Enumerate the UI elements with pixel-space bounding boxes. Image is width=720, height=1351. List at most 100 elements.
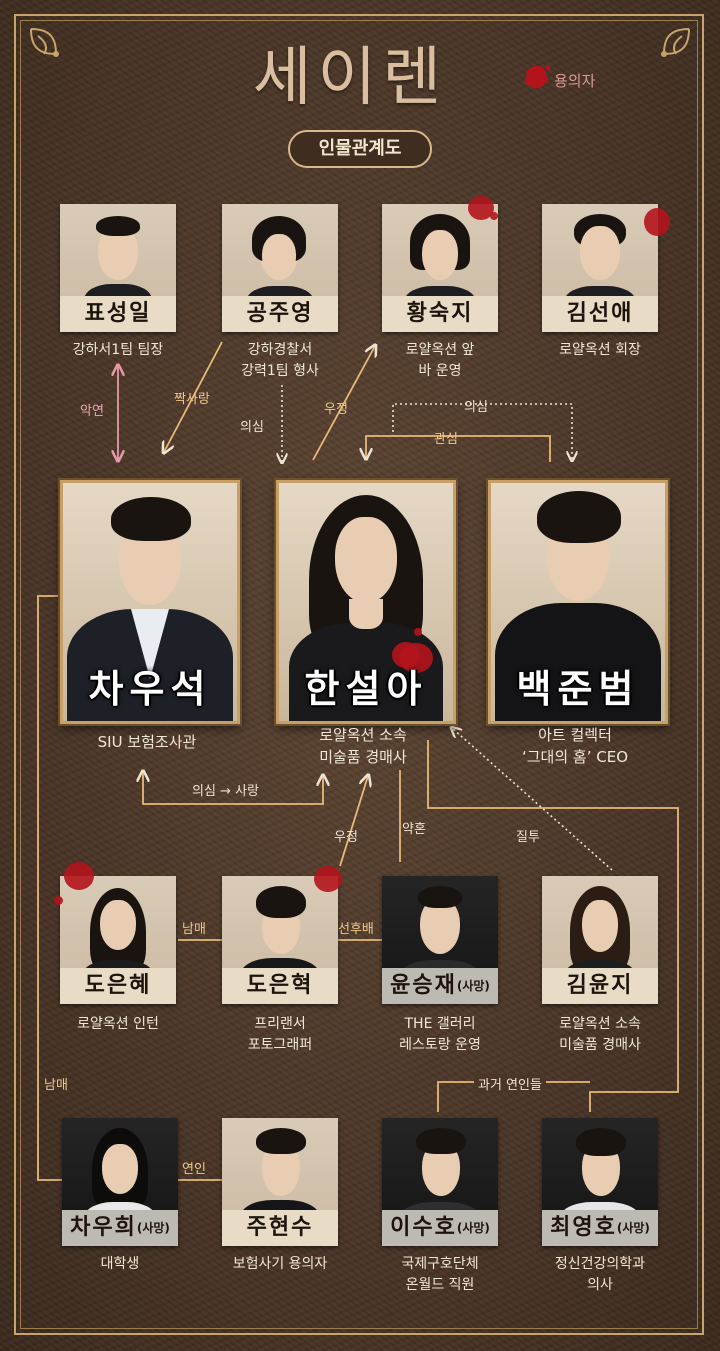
portrait-neck	[349, 599, 383, 629]
line-suspicion-love	[143, 772, 323, 805]
main-character-card-han-seola: 한설아	[276, 480, 456, 724]
role-line: 포토그래퍼	[247, 1037, 313, 1053]
character-card-cha-uhui: 차우희(사망)	[62, 1118, 178, 1246]
role-line: ‘그대의 홈’ CEO	[521, 748, 629, 766]
name-text: 주현수	[246, 1215, 314, 1240]
character-name: 이수호(사망)	[382, 1210, 498, 1246]
role-line: 보험사기 용의자	[232, 1256, 328, 1272]
character-role-kim-seonae: 로얄옥션 회장	[532, 340, 668, 361]
role-line: 바 운영	[418, 363, 462, 379]
portrait-hair	[111, 497, 191, 541]
portrait-face	[582, 900, 618, 952]
name-text: 황숙지	[406, 301, 474, 326]
relation-label-siblings-2: 남매	[44, 1078, 68, 1093]
relation-label-suspicion-1: 의심	[240, 420, 264, 435]
character-card-lee-suho: 이수호(사망)	[382, 1118, 498, 1246]
corner-ornament-top-right	[661, 28, 690, 57]
character-role-do-eunhye: 로얄옥션 인턴	[50, 1014, 186, 1035]
portrait-face	[335, 517, 397, 603]
character-name: 도은혁	[222, 968, 338, 1004]
role-line: 프리랜서	[254, 1016, 306, 1032]
corner-ornament-top-left	[30, 28, 59, 57]
deceased-tag: (사망)	[136, 1221, 170, 1235]
name-text: 이수호	[390, 1215, 457, 1240]
character-name: 최영호(사망)	[542, 1210, 658, 1246]
role-line: 미술품 경매사	[559, 1037, 641, 1053]
character-card-ju-hyeonsu: 주현수	[222, 1118, 338, 1246]
deceased-tag: (사망)	[616, 1221, 650, 1235]
role-line: THE 갤러리	[404, 1016, 476, 1032]
portrait-body	[495, 603, 661, 721]
suspect-blood-drop	[54, 896, 63, 905]
main-role-cha-useok: SIU 보험조사관	[60, 732, 234, 753]
line-friendship-1	[312, 346, 375, 461]
relation-label-rivalry: 악연	[80, 404, 104, 419]
portrait-face-front	[262, 234, 296, 280]
role-line: 강력1팀 형사	[241, 363, 319, 379]
role-line: 강하경찰서	[247, 342, 313, 358]
suspect-blood-drop	[490, 212, 498, 220]
character-name: 윤승재(사망)	[382, 968, 498, 1004]
relation-label-friendship-1: 우정	[324, 402, 348, 417]
character-card-choi-yeongho: 최영호(사망)	[542, 1118, 658, 1246]
role-line: 강하서1팀 팀장	[72, 342, 164, 358]
role-line: 로얄옥션 인턴	[77, 1016, 159, 1032]
character-card-do-eunhyeok: 도은혁	[222, 876, 338, 1004]
role-line: 온월드 직원	[405, 1277, 475, 1293]
relation-label-interest: 관심	[434, 432, 458, 447]
suspect-blood-mark	[64, 862, 94, 890]
blood-splatter-icon	[524, 65, 551, 89]
name-text: 최영호	[550, 1215, 617, 1240]
main-character-name: 차우석	[88, 667, 212, 711]
role-line: 로얄옥션 회장	[559, 342, 641, 358]
name-text: 차우희	[70, 1215, 137, 1240]
relation-label-friendship-2: 우정	[334, 830, 358, 845]
character-name: 공주영	[222, 296, 338, 332]
portrait-hair	[576, 1128, 626, 1156]
character-role-cha-uhui: 대학생	[52, 1254, 188, 1275]
main-character-name: 한설아	[304, 667, 428, 711]
role-line: 로얄옥션 소속	[319, 726, 407, 744]
deceased-tag: (사망)	[456, 1221, 490, 1235]
character-name: 김선애	[542, 296, 658, 332]
character-card-yun-seungjae: 윤승재(사망)	[382, 876, 498, 1004]
portrait-face	[422, 230, 458, 280]
portrait-hair	[256, 1128, 306, 1154]
line-siblings-2	[37, 595, 62, 1181]
page-title: 세이렌	[252, 41, 448, 115]
role-line: 로얄옥션 소속	[559, 1016, 641, 1032]
relation-label-engaged: 약혼	[402, 822, 426, 837]
character-card-kim-seonae: 김선애	[542, 204, 658, 332]
relation-label-past-lovers: 과거 연인들	[474, 1074, 546, 1093]
character-card-hwang-sukji: 황숙지	[382, 204, 498, 332]
line-friendship-2	[339, 776, 368, 867]
name-text: 도은혁	[246, 973, 314, 998]
relation-label-crush: 짝사랑	[174, 392, 210, 407]
character-card-gong-juyeong: 공주영	[222, 204, 338, 332]
deceased-tag: (사망)	[456, 979, 490, 993]
suspect-blood-drop	[414, 628, 422, 636]
name-text: 표성일	[84, 301, 152, 326]
suspect-blood-mark	[392, 642, 420, 668]
line-suspicion-2	[392, 403, 572, 460]
name-text: 공주영	[246, 301, 314, 326]
character-card-pyo-seongil: 표성일	[60, 204, 176, 332]
portrait-hair	[96, 216, 140, 236]
portrait-face	[580, 226, 620, 280]
line-jealousy	[452, 728, 613, 871]
role-line: 레스토랑 운영	[399, 1037, 481, 1053]
character-name: 차우희(사망)	[62, 1210, 178, 1246]
relation-label-senior-junior: 선후배	[338, 922, 374, 937]
role-line: 정신건강의학과	[554, 1256, 646, 1272]
character-role-ju-hyeonsu: 보험사기 용의자	[212, 1254, 348, 1275]
character-card-kim-yunji: 김윤지	[542, 876, 658, 1004]
relation-label-siblings-1: 남매	[182, 922, 206, 937]
